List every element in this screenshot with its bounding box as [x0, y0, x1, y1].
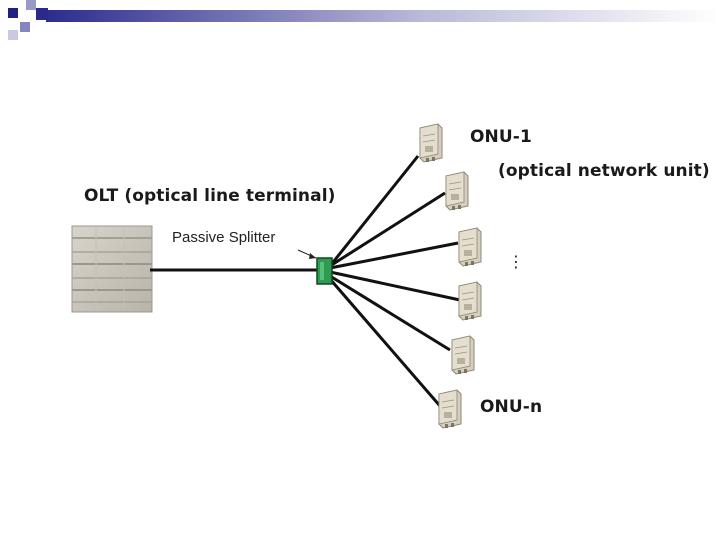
onu-device-icon [451, 335, 475, 375]
onu-device-icon [438, 389, 462, 429]
distribution-fibers [328, 155, 461, 407]
header-gradient-bar [46, 10, 720, 22]
decor-square [8, 30, 18, 40]
onu-device-icon [458, 281, 482, 321]
decor-square [36, 8, 48, 20]
onu-device-icon [445, 171, 469, 211]
decor-square [8, 8, 18, 18]
onu-last-label: ONU-n [480, 397, 543, 417]
onu-device-icon [458, 227, 482, 267]
onu-device-icon [419, 123, 443, 163]
decor-square [20, 22, 30, 32]
onu-first-desc: (optical network unit) [498, 161, 710, 181]
olt-label: OLT (optical line terminal) [84, 186, 336, 206]
decor-square [26, 0, 36, 10]
onu-first-label: ONU-1 [470, 127, 532, 147]
rack-server-icon [71, 225, 153, 313]
splitter-label: Passive Splitter [172, 229, 276, 246]
ellipsis-indicator: ⋮ [508, 252, 524, 271]
slide-header-band [8, 0, 720, 40]
splitter-icon [316, 257, 333, 285]
